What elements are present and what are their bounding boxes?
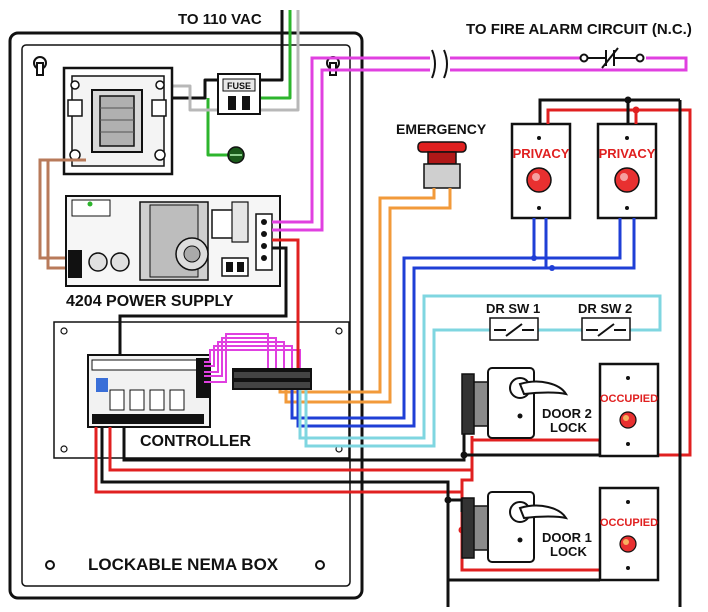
door-2-lock-label-line-1: DOOR 2 [542,406,592,421]
door-switch-wires [298,294,662,448]
privacy-1-indicator-icon [526,167,552,193]
power-led-icon [87,201,93,207]
emergency-button [417,141,467,189]
dr-sw-1-label: DR SW 1 [486,301,540,316]
dr-sw-2-label: DR SW 2 [578,301,632,316]
door-2-lock [461,367,569,439]
transformer-leads [38,158,86,270]
power-input-label: TO 110 VAC [178,11,262,28]
emergency-label: EMERGENCY [396,121,487,137]
door-1-lock-label-line-2: LOCK [550,544,587,559]
controller-board [87,354,211,428]
mount-hole-icon [315,560,325,570]
privacy-2-label: PRIVACY [599,146,656,161]
emergency-wires [278,188,452,404]
door-1-lock-label-line-1: DOOR 1 [542,530,592,545]
door-1-lock [461,491,569,563]
fuse-label: FUSE [227,81,251,91]
privacy-1-label: PRIVACY [513,146,570,161]
occupied-sign-2: OCCUPIED [598,362,660,458]
privacy-wires [290,218,636,428]
fuse-block: FUSE [217,73,261,115]
transformer [62,66,174,176]
ground-screw-icon [227,146,245,164]
privacy-2-indicator-icon [614,167,640,193]
power-supply-board [65,195,281,287]
power-supply-label: 4204 POWER SUPPLY [66,293,234,310]
keyhole-icon [33,56,47,76]
privacy-button-2: PRIVACY [596,122,658,220]
door-2-lock-label-line-2: LOCK [550,420,587,435]
privacy-button-1: PRIVACY [510,122,572,220]
door-switch-2-icon [581,317,631,341]
fire-alarm-label: TO FIRE ALARM CIRCUIT (N.C.) [466,21,692,38]
enclosure-label: LOCKABLE NEMA BOX [88,555,279,574]
fire-alarm-contact-icon [579,47,645,69]
fire-alarm-wires [272,56,688,232]
terminal-block [232,368,312,390]
controller-label: CONTROLLER [140,433,252,450]
wire-break-icon [431,49,448,79]
occupied-1-label: OCCUPIED [600,517,658,529]
door-switch-1-icon [489,317,539,341]
controller-ribbon-wires [204,333,301,383]
occupied-2-label: OCCUPIED [600,393,658,405]
mount-hole-icon [45,560,55,570]
occupied-sign-1: OCCUPIED [598,486,660,582]
